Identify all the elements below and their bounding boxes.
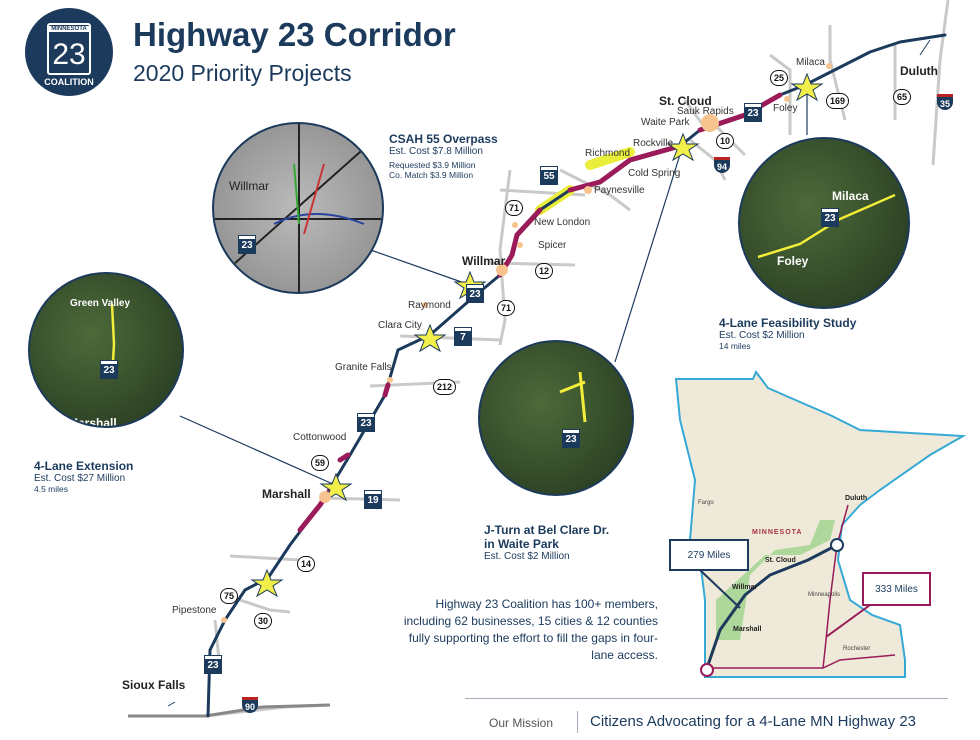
- city-raymond: Raymond: [408, 300, 451, 311]
- inset-endpoint: [830, 538, 844, 552]
- star-icon: [413, 323, 447, 353]
- project-jturn: J-Turn at Bel Clare Dr. in Waite Park Es…: [484, 523, 610, 562]
- mission-tagline: Citizens Advocating for a 4-Lane MN High…: [590, 713, 917, 730]
- inset-rochester: Rochester: [843, 646, 871, 652]
- jturn-aerial-circle: [478, 340, 634, 496]
- star-icon: [790, 72, 824, 102]
- green-valley-aerial-circle: Green Valley Marshall: [28, 272, 184, 428]
- duluth-arrow-icon: [919, 39, 931, 56]
- city-cottonwood: Cottonwood: [293, 432, 347, 443]
- page-subtitle: 2020 Priority Projects: [133, 60, 352, 86]
- city-cold-spring: Cold Spring: [628, 168, 681, 179]
- mn-highway-shield-icon: 23: [238, 235, 256, 254]
- mn-highway-shield-icon: 19: [364, 490, 382, 509]
- route-shield-icon: 14: [297, 556, 316, 572]
- footer-separator: [577, 711, 578, 733]
- mn-highway-shield-icon: 23: [357, 413, 375, 432]
- city-milaca: Milaca: [796, 57, 825, 68]
- city-granite-falls: Granite Falls: [335, 362, 392, 373]
- inset-willmar: Willmar: [732, 584, 758, 591]
- route-shield-icon: 30: [254, 613, 273, 629]
- route-shield-icon: 59: [311, 455, 330, 471]
- city-st-cloud: St. Cloud: [659, 94, 712, 108]
- project-feasibility-study: 4-Lane Feasibility Study Est. Cost $2 Mi…: [719, 316, 857, 351]
- city-willmar: Willmar: [462, 254, 506, 268]
- inset-fargo: Fargo: [698, 500, 714, 506]
- mn-highway-shield-icon: 7: [454, 327, 472, 346]
- route-shield-icon: 12: [535, 263, 554, 279]
- city-rockville: Rockville: [633, 138, 674, 149]
- project-csah55: CSAH 55 Overpass Est. Cost $7.8 Million …: [389, 132, 498, 180]
- route-shield-icon: 10: [716, 133, 735, 149]
- callout-lines: [179, 88, 808, 486]
- route-shield-icon: 212: [433, 379, 457, 395]
- city-duluth: Duluth: [900, 64, 938, 78]
- route-shield-icon: 75: [220, 588, 239, 604]
- city-marshall: Marshall: [262, 487, 311, 501]
- inset-st-cloud: St. Cloud: [765, 557, 796, 564]
- mn-highway-shield-icon: 23: [562, 429, 580, 448]
- interstate-shield-icon: 90: [242, 697, 258, 713]
- our-mission-label: Our Mission: [489, 716, 554, 730]
- city-waite-park: Waite Park: [641, 117, 690, 128]
- project-stars: [250, 72, 824, 598]
- route-shield-icon: 71: [497, 300, 516, 316]
- route-shield-icon: 169: [826, 93, 850, 109]
- star-icon: [666, 132, 700, 162]
- mn-highway-shield-icon: 55: [540, 166, 558, 185]
- star-icon: [319, 472, 353, 502]
- inset-duluth: Duluth: [845, 495, 868, 502]
- sioux-falls-arrow-icon: [167, 701, 176, 707]
- project-4lane-extension: 4-Lane Extension Est. Cost $27 Million 4…: [34, 459, 134, 494]
- city-new-london: New London: [534, 217, 591, 228]
- footer-divider: [465, 698, 948, 699]
- interstate-shield-icon: 35: [937, 94, 953, 110]
- inset-endpoint: [700, 663, 714, 677]
- inset-marshall: Marshall: [733, 626, 762, 633]
- coalition-counties: [716, 520, 835, 640]
- page-title: Highway 23 Corridor: [133, 16, 456, 53]
- mn-highway-shield-icon: 23: [821, 208, 839, 227]
- city-foley: Foley: [773, 103, 798, 114]
- route-shield-icon: 71: [505, 200, 524, 216]
- city-spicer: Spicer: [538, 240, 567, 251]
- route-333-label: 333 Miles: [862, 572, 931, 606]
- mn-highway-shield-icon: 23: [204, 655, 222, 674]
- city-pipestone: Pipestone: [172, 605, 217, 616]
- coalition-note: Highway 23 Coalition has 100+ members, i…: [403, 597, 658, 662]
- inset-state-label: MINNESOTA: [752, 529, 803, 536]
- inset-minneapolis: Minneapolis: [808, 592, 841, 598]
- city-richmond: Richmond: [585, 148, 631, 159]
- mn-highway-shield-icon: 23: [744, 103, 762, 122]
- city-sauk-rapids: Sauk Rapids: [677, 106, 734, 117]
- inset-route-279: [705, 543, 838, 669]
- mn-highway-shield-icon: 23: [466, 284, 484, 303]
- i90-road: [128, 703, 331, 718]
- route-279-label: 279 Miles: [669, 539, 749, 571]
- route-shield-icon: 65: [893, 89, 912, 105]
- city-clara-city: Clara City: [378, 320, 422, 331]
- city-sioux-falls: Sioux Falls: [122, 678, 186, 692]
- mn-highway-shield-icon: 23: [100, 360, 118, 379]
- interstate-shield-icon: 94: [714, 157, 730, 173]
- city-paynesville: Paynesville: [594, 185, 645, 196]
- city-dots: [221, 63, 832, 623]
- route-shield-icon: 25: [770, 70, 789, 86]
- star-icon: [250, 568, 284, 598]
- csah55-aerial-circle: Willmar: [212, 122, 384, 294]
